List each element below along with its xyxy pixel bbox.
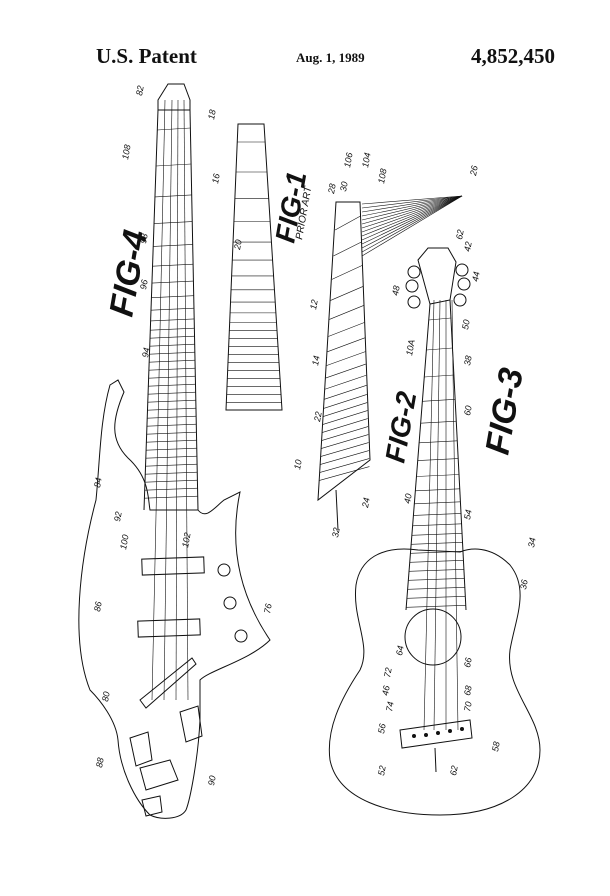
fig4-reference-numeral: 76 [262,603,274,615]
fig3-reference-numeral: 46 [380,685,392,697]
fig3-reference-numeral: 42 [462,241,474,253]
fig3-reference-numeral: 50 [460,319,472,331]
fig3-reference-numeral: 70 [462,701,474,713]
fig2-reference-numeral: 106 [342,152,354,169]
fig1-reference-numeral: 16 [210,173,222,185]
fig2-reference-numeral: 104 [360,152,372,169]
patent-date: Aug. 1, 1989 [296,50,365,65]
fig4-reference-numeral: 102 [180,532,192,549]
fig3-reference-numeral: 40 [402,493,414,505]
fig2-reference-numeral: 14 [310,355,322,367]
fig3-reference-numeral: 66 [462,657,474,669]
fig4-reference-numeral: 90 [206,775,218,787]
fig2-reference-numeral: 30 [338,181,350,193]
fig3-reference-numeral: 44 [470,271,482,283]
fig3-reference-numeral: 52 [376,765,388,777]
fig3-label: FIG-3 [478,365,531,457]
fig4-reference-numeral: 100 [118,534,130,551]
fig3-reference-numeral: 62 [454,229,466,241]
patent-label: U.S. Patent [96,44,197,68]
fig4-reference-numeral: 82 [134,85,146,97]
fig3-reference-numeral: 56 [376,723,388,735]
fig3-reference-numeral: 62 [448,765,460,777]
fig3-guitar-drawing [328,247,541,816]
fig3-reference-numeral: 58 [490,741,502,753]
fig4-reference-numeral: 84 [92,477,104,489]
fig1-reference-numeral: 18 [206,109,218,121]
fig1-fingerboard-drawing [225,123,283,411]
fig3-reference-numeral: 10A [404,339,417,357]
fig4-reference-numeral: 88 [94,757,106,769]
fig3-reference-numeral: 72 [382,667,394,679]
fig2-reference-numeral: 24 [360,497,372,510]
fig3-reference-numeral: 64 [394,645,406,657]
fig3-reference-numeral: 38 [462,355,474,367]
fig2-reference-numeral: 32 [330,527,342,539]
fig4-reference-numeral: 94 [140,347,152,359]
fig3-reference-numeral: 74 [384,701,396,713]
fig3-reference-numeral: 48 [390,285,402,297]
fig3-reference-numeral: 60 [462,405,474,417]
fig4-reference-numeral: 86 [92,601,104,613]
fig3-reference-numeral: 54 [462,509,474,521]
fig2-fingerboard-drawing [317,195,463,531]
fig3-reference-numeral: 68 [462,685,474,697]
fig2-reference-numeral: 10 [292,459,304,471]
fig4-guitar-drawing [78,83,271,819]
fig4-reference-numeral: 96 [138,279,150,291]
fig2-reference-numeral: 108 [376,168,388,185]
fig2-reference-numeral: 28 [326,183,338,196]
fig2-reference-numeral: 22 [312,411,324,424]
fig4-reference-numeral: 108 [120,144,132,161]
fig2-reference-numeral: 12 [308,299,320,311]
fig4-reference-numeral: 92 [112,511,124,523]
fig1-reference-numeral: 20 [232,239,244,252]
fig3-reference-numeral: 36 [518,579,530,591]
fig4-reference-numeral: 80 [100,691,112,703]
fig3-reference-numeral: 34 [526,537,538,549]
fig2-label: FIG-2 [379,389,422,465]
fig2-reference-numeral: 26 [468,165,480,178]
patent-number: 4,852,450 [471,44,555,68]
fig4-reference-numeral: 98 [138,233,150,245]
